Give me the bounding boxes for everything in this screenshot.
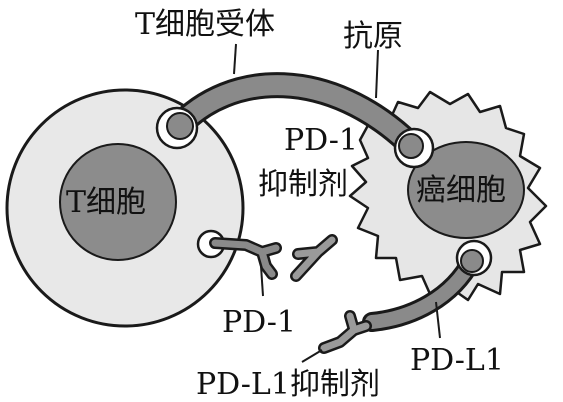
label-t-cell: T细胞 <box>66 185 146 220</box>
label-pdl1-inhibitor: PD-L1抑制剂 <box>196 367 380 402</box>
leader-antigen <box>376 50 378 98</box>
label-cancer-cell: 癌细胞 <box>416 173 506 208</box>
label-pd1-inhibitor-1: PD-1 <box>284 123 358 158</box>
label-pdl1: PD-L1 <box>410 343 504 378</box>
label-t-cell-receptor: T细胞受体 <box>135 7 275 42</box>
label-pd1-inhibitor-2: 抑制剂 <box>258 167 348 202</box>
leader-pdl1-inhibitor <box>302 350 322 362</box>
leader-tcr <box>234 44 236 74</box>
label-pd1: PD-1 <box>222 305 296 340</box>
label-antigen: 抗原 <box>343 19 403 54</box>
